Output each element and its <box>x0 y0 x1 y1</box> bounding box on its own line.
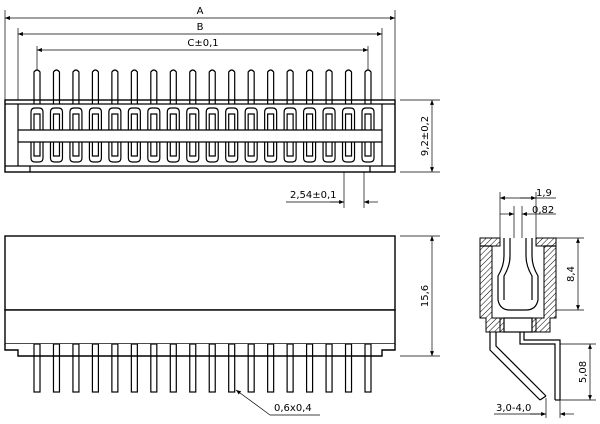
side-contact <box>497 238 539 311</box>
top-pin <box>302 69 317 163</box>
front-pin <box>325 343 333 393</box>
front-pin <box>228 343 236 393</box>
pin-size-label: 0,6x0,4 <box>274 403 312 414</box>
top-housing <box>4 99 396 173</box>
side-8-4-label: 8,4 <box>566 266 577 282</box>
height-front-label: 15,6 <box>420 285 431 307</box>
front-pin <box>33 343 41 393</box>
top-pin-row <box>30 69 375 163</box>
dimension-height-front: 15,6 <box>400 235 440 357</box>
front-pin <box>130 343 138 393</box>
front-housing-upper <box>4 235 396 311</box>
top-pin <box>186 69 200 163</box>
front-pin <box>111 343 119 393</box>
side-pin-straight <box>519 332 561 400</box>
top-pin <box>69 69 83 163</box>
dimension-0-82: 0,82 <box>500 205 556 238</box>
front-pin <box>344 343 353 393</box>
front-pin <box>72 343 80 393</box>
dim-b-label: B <box>197 22 204 33</box>
front-housing-lower <box>4 309 396 345</box>
front-pin <box>247 343 255 393</box>
side-view: 1,9 0,82 8,4 <box>479 188 596 418</box>
top-pin <box>88 69 103 163</box>
dim-a-label: A <box>197 6 204 17</box>
dimension-pitch: 2,54±0,1 <box>286 172 378 208</box>
dimension-a: A <box>4 6 396 100</box>
front-view: 15,6 0,6x0,4 <box>4 235 440 416</box>
front-pin-row <box>33 343 372 393</box>
side-bend-label: 3,0-4,0 <box>496 403 531 414</box>
dimension-8-4: 8,4 <box>556 237 584 311</box>
side-pin-bent <box>489 332 547 401</box>
top-pin <box>30 69 44 163</box>
top-pin <box>341 69 356 163</box>
front-pin <box>364 343 372 393</box>
top-pin <box>127 69 141 163</box>
dimension-1-9: 1,9 <box>499 188 556 238</box>
front-pin <box>150 343 158 393</box>
front-pin <box>52 343 61 393</box>
dimension-height-top: 9,2±0,2 <box>400 99 440 173</box>
dimension-5-08: 5,08 <box>560 343 596 401</box>
top-pin <box>205 69 219 163</box>
side-1-9-label: 1,9 <box>536 188 552 199</box>
front-pin <box>267 343 275 393</box>
front-pin <box>169 343 177 393</box>
side-0-82-label: 0,82 <box>532 205 554 216</box>
top-pin <box>225 69 239 163</box>
height-top-label: 9,2±0,2 <box>420 116 431 156</box>
top-pin <box>147 69 161 163</box>
top-pin <box>166 69 180 163</box>
top-pin <box>244 69 258 163</box>
side-wall-left <box>479 237 501 333</box>
pin-size-callout: 0,6x0,4 <box>235 389 320 416</box>
side-wall-right <box>535 237 557 333</box>
front-pin <box>91 343 100 393</box>
top-pin <box>322 69 336 163</box>
top-pin <box>361 69 375 163</box>
dimension-c: C±0,1 <box>36 38 369 70</box>
dimension-bend: 3,0-4,0 <box>494 398 574 418</box>
front-pin <box>286 343 294 393</box>
pitch-label: 2,54±0,1 <box>290 190 337 201</box>
top-view: A B C±0,1 9,2±0, <box>4 6 440 208</box>
front-pin <box>189 343 197 393</box>
top-pin <box>264 69 278 163</box>
top-pin <box>49 69 64 163</box>
top-pin <box>283 69 297 163</box>
side-5-08-label: 5,08 <box>578 361 589 383</box>
front-pin <box>305 343 314 393</box>
front-pin <box>208 343 216 393</box>
dim-c-label: C±0,1 <box>187 38 218 49</box>
top-pin <box>108 69 122 163</box>
dimension-b: B <box>17 22 383 100</box>
